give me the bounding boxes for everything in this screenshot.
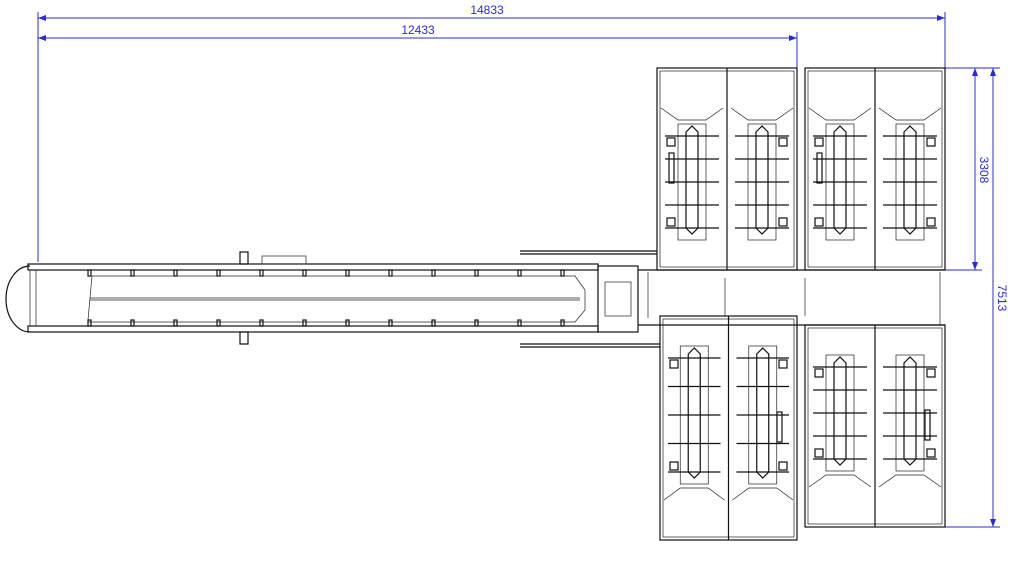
nozzle-icon xyxy=(669,461,679,471)
conveyor-rib xyxy=(345,319,350,327)
nozzle-icon xyxy=(666,217,676,227)
nozzle-icon xyxy=(778,217,788,227)
bin-module xyxy=(656,67,798,271)
dimension-label-overall-width: 7513 xyxy=(995,285,1009,312)
conveyor-rib xyxy=(474,269,479,277)
door-handle-icon xyxy=(924,409,931,441)
conveyor-rib xyxy=(259,269,264,277)
bin-module xyxy=(804,67,946,271)
nozzle-icon xyxy=(669,359,679,369)
conveyor-rib xyxy=(130,269,135,277)
nozzle-icon xyxy=(778,137,788,147)
conveyor-rib xyxy=(388,269,393,277)
conveyor-rib xyxy=(259,319,264,327)
dimension-overall-width: 7513 xyxy=(945,68,1009,528)
dimension-module-depth: 3308 xyxy=(945,67,1000,271)
nozzle-icon xyxy=(814,368,824,378)
conveyor-rib xyxy=(87,269,92,277)
nozzle-icon xyxy=(814,217,824,227)
nozzle-icon xyxy=(926,448,936,458)
conveyor-rib xyxy=(560,319,565,327)
conveyor-rib xyxy=(431,269,436,277)
bearing-icon xyxy=(239,331,249,345)
conveyor-rib xyxy=(216,269,221,277)
door-handle-icon xyxy=(776,411,783,443)
conveyor-rib xyxy=(517,319,522,327)
dimension-label-module-depth: 3308 xyxy=(977,157,991,184)
bin-module xyxy=(659,315,798,541)
door-handle-icon xyxy=(668,152,675,184)
conveyor-rib xyxy=(87,319,92,327)
dimension-label-conveyor-length: 12433 xyxy=(401,23,435,37)
conveyor-rib xyxy=(517,269,522,277)
nozzle-icon xyxy=(926,137,936,147)
conveyor-rib xyxy=(302,319,307,327)
nozzle-icon xyxy=(814,137,824,147)
dimension-overall-length: 14833 xyxy=(37,3,946,262)
conveyor-rib xyxy=(216,319,221,327)
bin-modules xyxy=(656,67,946,541)
conveyor-rib xyxy=(474,319,479,327)
nozzle-icon xyxy=(666,137,676,147)
conveyor-rib xyxy=(345,269,350,277)
door-handle-icon xyxy=(816,152,823,184)
dimension-label-overall-length: 14833 xyxy=(470,3,504,17)
conveyor xyxy=(5,250,945,348)
conveyor-rib xyxy=(130,319,135,327)
nozzle-icon xyxy=(778,461,788,471)
nozzle-icon xyxy=(926,217,936,227)
bin-module xyxy=(804,324,946,528)
conveyor-rib xyxy=(431,319,436,327)
conveyor-rib xyxy=(388,319,393,327)
nozzle-icon xyxy=(778,359,788,369)
conveyor-rib xyxy=(173,269,178,277)
conveyor-rib xyxy=(302,269,307,277)
dimension-conveyor-length: 12433 xyxy=(38,23,798,68)
nozzle-icon xyxy=(926,368,936,378)
nozzle-icon xyxy=(814,448,824,458)
conveyor-rib xyxy=(173,319,178,327)
conveyor-rib xyxy=(560,269,565,277)
bearing-icon xyxy=(239,251,249,265)
